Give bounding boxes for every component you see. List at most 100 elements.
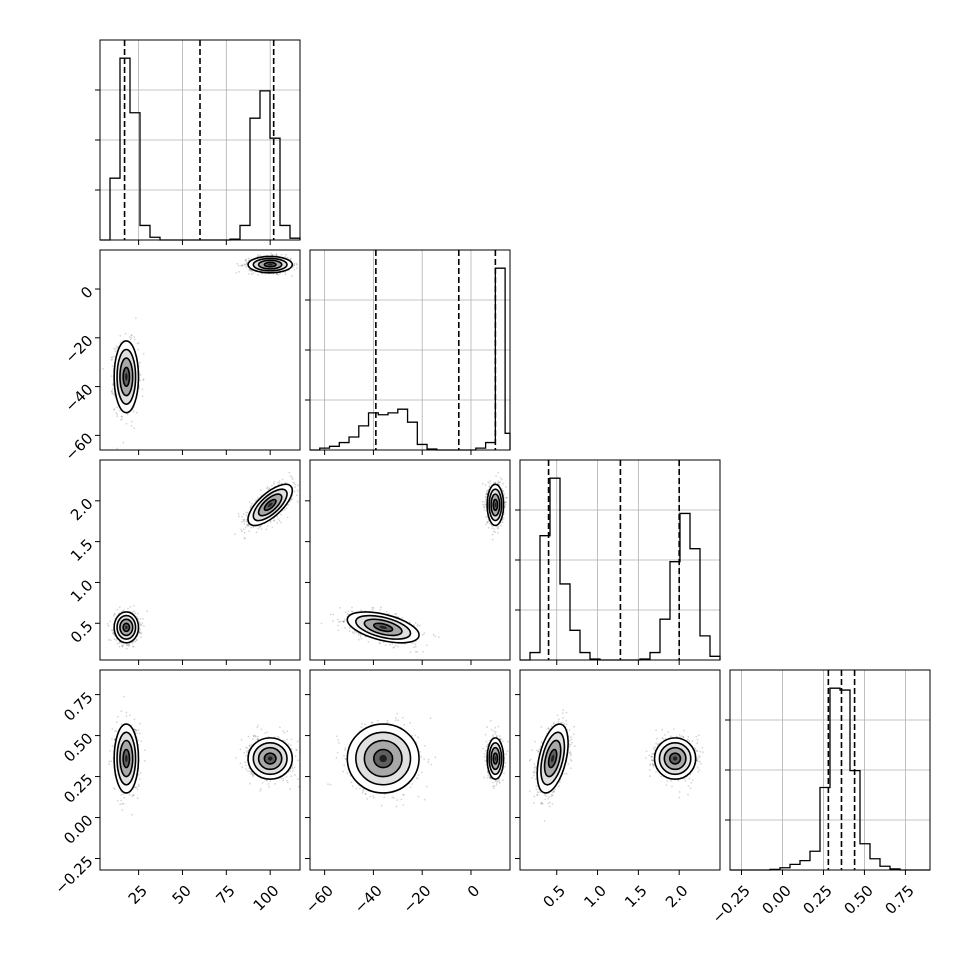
scatter-point (118, 606, 121, 609)
panel-frame (99, 459, 301, 661)
scatter-point (250, 526, 253, 529)
scatter-point (252, 526, 255, 529)
scatter-point (110, 359, 113, 361)
scatter-point (107, 624, 110, 627)
scatter-point (140, 632, 143, 635)
scatter-point (497, 471, 500, 474)
scatter-point (237, 264, 240, 267)
scatter-point (106, 623, 109, 625)
scatter-point (501, 478, 503, 481)
scatter-point (130, 425, 133, 427)
scatter-point (125, 647, 128, 650)
scatter-point (278, 480, 281, 482)
scatter-point (139, 618, 142, 620)
scatter-point (283, 508, 286, 511)
scatter-point (339, 607, 341, 609)
density-contour (267, 502, 273, 508)
scatter-point (121, 645, 124, 647)
scatter-point (115, 639, 118, 641)
scatter-point (280, 521, 282, 524)
scatter-point (418, 624, 421, 627)
y-tick-label-1-3: 0 (77, 283, 96, 302)
scatter-point (289, 257, 292, 260)
scatter-point (417, 623, 419, 626)
scatter-point (293, 264, 296, 267)
scatter-point (492, 530, 495, 533)
scatter-point (241, 264, 244, 267)
scatter-point (241, 515, 244, 518)
scatter-point (416, 651, 419, 653)
scatter-point (112, 392, 114, 395)
scatter-point (295, 262, 298, 265)
scatter-point (502, 489, 505, 492)
scatter-point (134, 640, 137, 643)
scatter-point (355, 631, 358, 634)
scatter-point (120, 415, 123, 418)
scatter-point (116, 415, 119, 418)
scatter-point (320, 622, 323, 625)
scatter-point (286, 256, 289, 259)
scatter-point (348, 630, 351, 633)
scatter-point (111, 384, 114, 386)
scatter-point (485, 523, 487, 526)
scatter-point (347, 610, 350, 612)
scatter-point (139, 631, 142, 634)
scatter-point (483, 506, 485, 508)
scatter-point (139, 622, 141, 624)
scatter-point (343, 620, 345, 623)
scatter-point (423, 632, 426, 634)
scatter-point (122, 643, 125, 646)
scatter-point (438, 636, 440, 638)
scatter-point (267, 488, 270, 491)
scatter-point (116, 608, 119, 611)
scatter-point (236, 262, 239, 265)
scatter-point (488, 482, 491, 485)
scatter-point (291, 478, 294, 481)
scatter-point (142, 617, 144, 620)
scatter-point (112, 614, 115, 617)
scatter-point (250, 270, 253, 273)
scatter-point (249, 269, 252, 272)
scatter-point (422, 633, 424, 636)
scatter-point (113, 408, 116, 410)
scatter-point (130, 334, 133, 337)
scatter-point (245, 263, 248, 266)
scatter-point (482, 503, 485, 506)
scatter-point (241, 264, 244, 267)
scatter-point (238, 515, 240, 518)
density-contour (125, 373, 128, 381)
scatter-point (129, 605, 132, 608)
scatter-point (416, 625, 419, 627)
scatter-point (277, 274, 280, 276)
panel-2-0: 0.51.01.52.0 (67, 459, 301, 665)
scatter-point (392, 646, 395, 649)
scatter-point (499, 477, 502, 479)
scatter-point (372, 607, 375, 609)
scatter-point (136, 612, 139, 615)
scatter-point (111, 365, 114, 367)
scatter-point (247, 257, 250, 260)
scatter-point (379, 608, 382, 611)
scatter-point (133, 338, 136, 341)
scatter-point (289, 258, 292, 261)
scatter-point (337, 624, 339, 627)
histogram-line (310, 267, 511, 451)
scatter-point (486, 522, 489, 524)
scatter-point (243, 523, 246, 525)
scatter-point (278, 482, 281, 484)
scatter-point (248, 530, 251, 533)
scatter-point (286, 516, 289, 519)
y-tick-label-1-0: −60 (61, 429, 96, 464)
scatter-point (118, 645, 121, 648)
scatter-point (132, 645, 135, 648)
scatter-point (140, 624, 143, 626)
scatter-point (121, 645, 124, 648)
scatter-point (119, 334, 122, 337)
scatter-point (344, 611, 347, 614)
panel-0-0 (95, 39, 301, 245)
scatter-point (293, 268, 296, 271)
scatter-point (269, 521, 272, 523)
scatter-point (285, 507, 288, 510)
scatter-point (289, 475, 292, 477)
scatter-point (341, 620, 344, 623)
